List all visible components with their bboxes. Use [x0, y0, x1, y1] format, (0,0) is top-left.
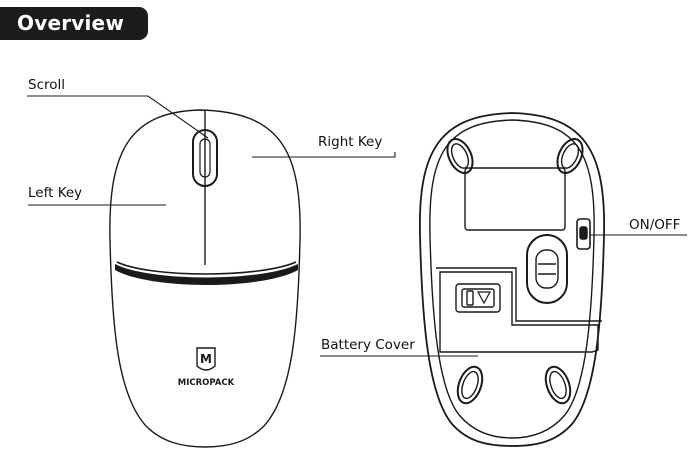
battery-cover-outline: [439, 271, 599, 353]
bottom-right-foot-inner: [549, 370, 567, 400]
sensor-outer: [526, 234, 568, 304]
logo-wordmark: MICROPACK: [178, 378, 235, 388]
logo-shield-icon: [196, 347, 216, 371]
micropack-logo: M MICROPACK: [178, 347, 235, 388]
mouse-top-outline: [109, 109, 301, 448]
key-divider-band: [115, 264, 298, 285]
unlock-arrow-icon: [476, 291, 492, 305]
bottom-left-foot: [456, 365, 484, 405]
scroll-wheel-inner: [199, 138, 211, 178]
power-switch: [576, 218, 591, 250]
bottom-inner-outline: [429, 119, 595, 439]
label-scroll: Scroll: [28, 77, 66, 93]
battery-latch-inner: [461, 288, 495, 308]
label-on-off: ON/OFF: [629, 217, 681, 233]
scroll-wheel: [192, 129, 218, 187]
label-right-key: Right Key: [318, 134, 383, 150]
bottom-left-foot-inner: [461, 370, 479, 400]
bottom-right-foot: [544, 365, 572, 405]
label-left-key: Left Key: [28, 185, 83, 201]
callout-lines: [27, 95, 687, 357]
top-right-foot: [556, 138, 584, 174]
power-switch-knob: [579, 226, 588, 240]
bottom-outer-outline: [419, 112, 605, 447]
overview-title-tab: Overview: [0, 7, 148, 40]
top-right-foot-inner: [560, 143, 580, 169]
top-left-foot: [446, 138, 474, 174]
logo-letter: M: [200, 352, 212, 366]
battery-latch: [455, 283, 501, 313]
mouse-bottom-view: [419, 112, 605, 447]
battery-cover-edge: [436, 267, 602, 322]
label-battery-cover: Battery Cover: [321, 337, 415, 353]
scroll-leader: [27, 95, 209, 139]
page-title: Overview: [17, 11, 125, 35]
top-left-foot-inner: [450, 143, 470, 169]
label-recess: [464, 167, 566, 231]
right-key-leader: [252, 152, 396, 158]
key-divider-line: [116, 261, 297, 275]
mouse-top-view: [109, 109, 301, 448]
sensor-inner: [535, 249, 559, 289]
